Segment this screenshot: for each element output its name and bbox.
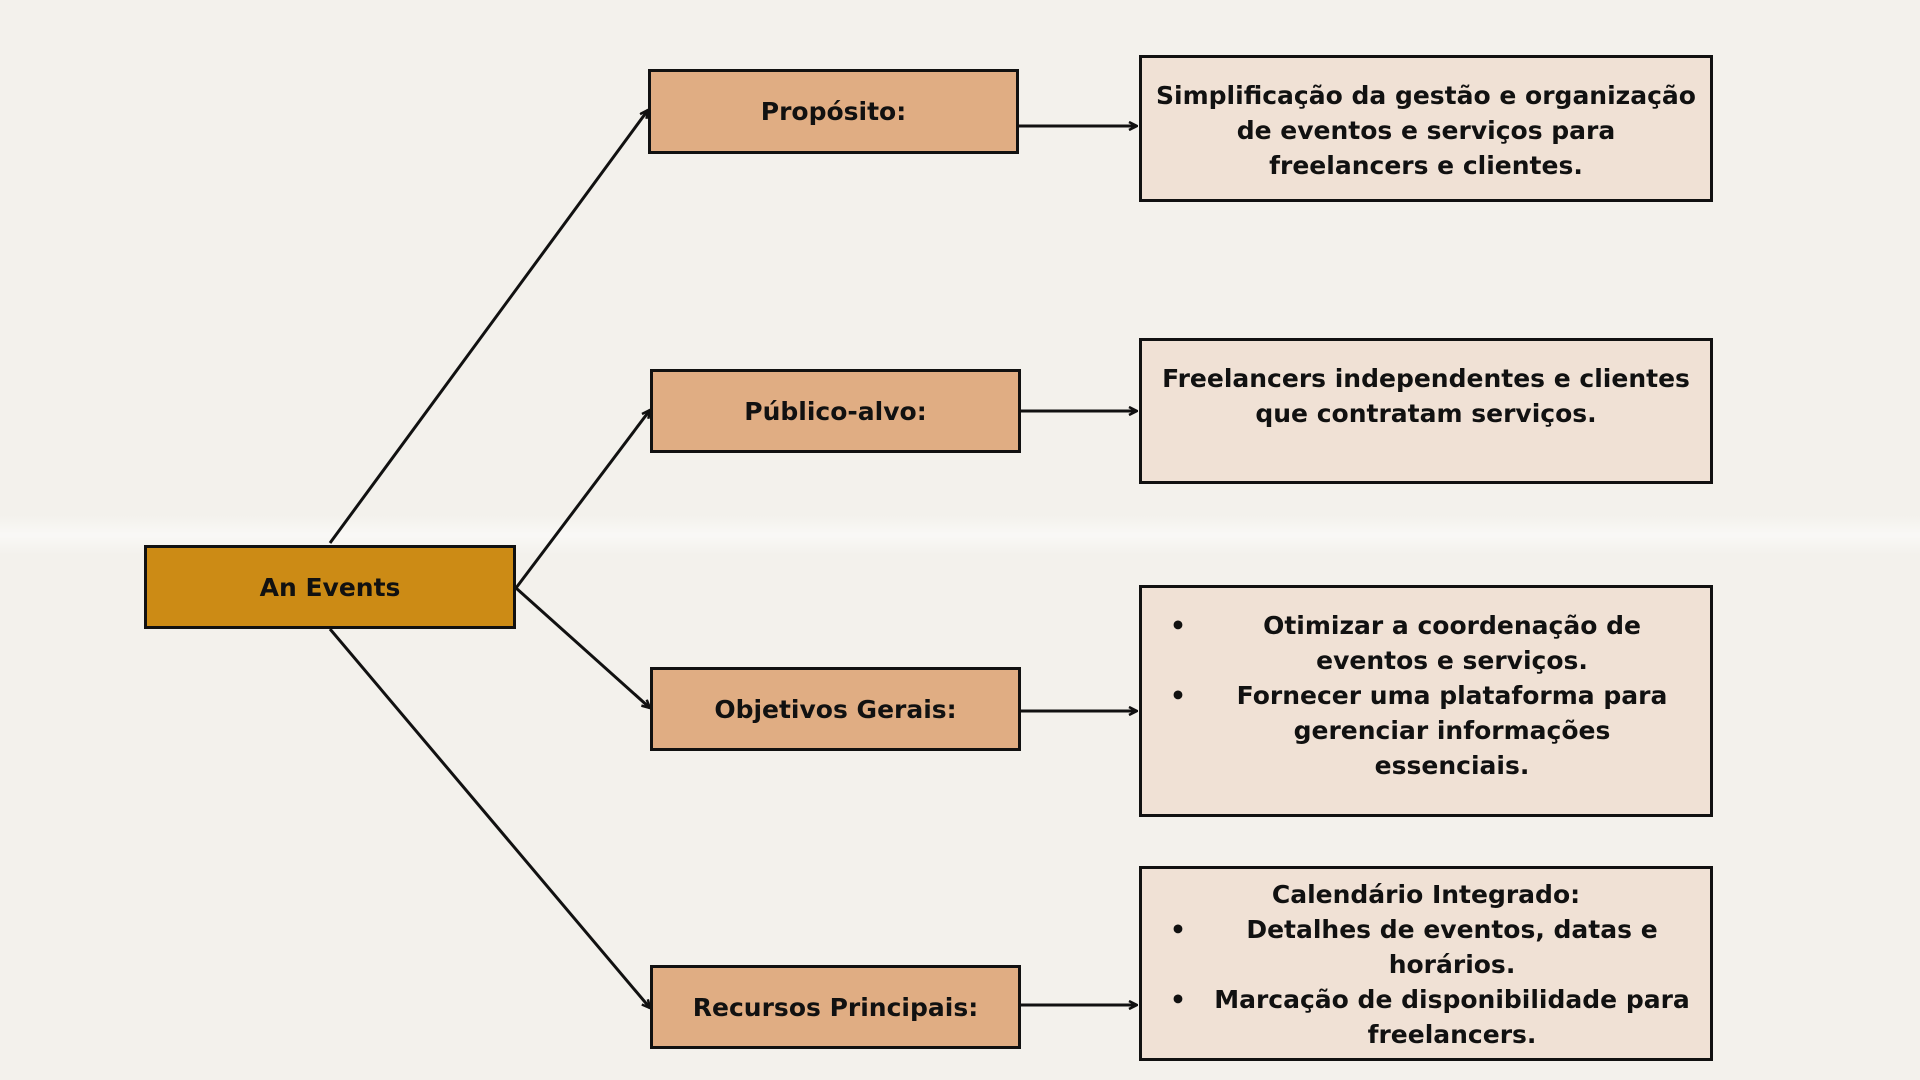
connector-root-publico [514, 410, 650, 589]
category-publico-alvo: Público-alvo: [650, 369, 1021, 453]
detail-publico-alvo-text: Freelancers independentes e clientes que… [1162, 364, 1690, 428]
list-item: Detalhes de eventos, datas e horários. [1154, 912, 1698, 982]
category-recursos-principais-label: Recursos Principais: [692, 992, 979, 1022]
detail-objetivos-gerais: Otimizar a coordenação de eventos e serv… [1139, 585, 1713, 817]
detail-proposito-text: Simplificação da gestão e organização de… [1156, 81, 1696, 180]
list-item: Otimizar a coordenação de eventos e serv… [1154, 608, 1698, 678]
list-item: Marcação de disponibilidade para freelan… [1154, 982, 1698, 1052]
connector-root-recursos [328, 628, 650, 1008]
objetivos-list: Otimizar a coordenação de eventos e serv… [1154, 608, 1698, 783]
root-node-label: An Events [259, 572, 401, 602]
category-publico-alvo-label: Público-alvo: [744, 396, 927, 426]
category-objetivos-gerais: Objetivos Gerais: [650, 667, 1021, 751]
category-objetivos-gerais-label: Objetivos Gerais: [714, 694, 957, 724]
detail-publico-alvo: Freelancers independentes e clientes que… [1139, 338, 1713, 484]
category-proposito-label: Propósito: [760, 97, 907, 126]
connector-root-proposito [328, 110, 648, 544]
recursos-list: Detalhes de eventos, datas e horários. M… [1154, 912, 1698, 1052]
detail-proposito: Simplificação da gestão e organização de… [1139, 55, 1713, 202]
root-node: An Events [144, 545, 516, 629]
category-proposito: Propósito: [648, 69, 1019, 154]
recursos-heading: Calendário Integrado: [1271, 880, 1581, 909]
connector-root-objetivos [514, 586, 650, 708]
detail-recursos-principais: Calendário Integrado: Detalhes de evento… [1139, 866, 1713, 1061]
category-recursos-principais: Recursos Principais: [650, 965, 1021, 1049]
list-item: Fornecer uma plataforma para gerenciar i… [1154, 678, 1698, 783]
